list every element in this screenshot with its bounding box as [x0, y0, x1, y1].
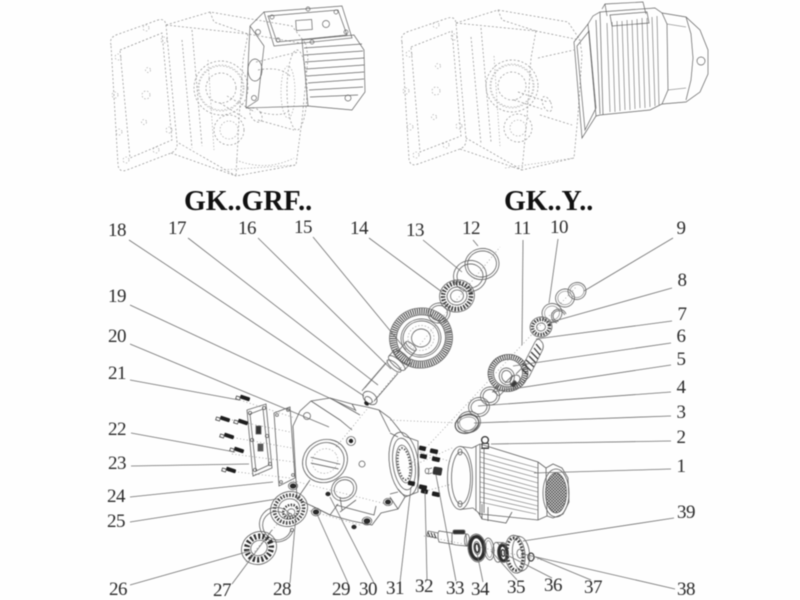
- svg-text:25: 25: [107, 511, 125, 532]
- svg-text:16: 16: [238, 218, 256, 239]
- svg-text:6: 6: [677, 326, 686, 347]
- svg-text:10: 10: [550, 217, 568, 238]
- svg-text:28: 28: [273, 579, 291, 600]
- svg-text:7: 7: [678, 304, 687, 325]
- svg-text:3: 3: [677, 402, 686, 423]
- svg-text:18: 18: [108, 220, 126, 241]
- svg-text:1: 1: [677, 456, 686, 477]
- svg-text:27: 27: [213, 580, 231, 600]
- svg-text:13: 13: [406, 220, 424, 241]
- svg-text:12: 12: [462, 218, 480, 239]
- svg-text:11: 11: [513, 218, 530, 239]
- svg-text:15: 15: [294, 217, 312, 238]
- svg-text:14: 14: [350, 218, 369, 239]
- svg-text:19: 19: [108, 286, 126, 307]
- svg-text:33: 33: [446, 578, 464, 599]
- svg-text:31: 31: [386, 578, 404, 599]
- svg-text:30: 30: [359, 579, 377, 600]
- svg-text:37: 37: [584, 577, 602, 598]
- svg-text:21: 21: [108, 363, 126, 384]
- svg-text:23: 23: [108, 453, 126, 474]
- svg-text:GK..Y..: GK..Y..: [504, 186, 593, 217]
- svg-text:26: 26: [109, 579, 127, 600]
- svg-text:2: 2: [677, 427, 686, 448]
- svg-text:22: 22: [108, 419, 126, 440]
- svg-text:20: 20: [108, 326, 126, 347]
- svg-text:29: 29: [332, 579, 350, 600]
- svg-text:4: 4: [677, 377, 687, 398]
- svg-text:39: 39: [677, 502, 695, 523]
- svg-text:38: 38: [677, 579, 695, 600]
- svg-text:34: 34: [471, 579, 490, 600]
- svg-text:17: 17: [168, 218, 186, 239]
- svg-text:GK..GRF..: GK..GRF..: [184, 186, 312, 217]
- svg-text:32: 32: [415, 576, 433, 597]
- svg-text:8: 8: [678, 270, 687, 291]
- svg-text:24: 24: [107, 486, 126, 507]
- svg-text:5: 5: [677, 349, 686, 370]
- svg-text:36: 36: [544, 575, 562, 596]
- svg-text:9: 9: [677, 218, 686, 239]
- svg-text:35: 35: [507, 577, 525, 598]
